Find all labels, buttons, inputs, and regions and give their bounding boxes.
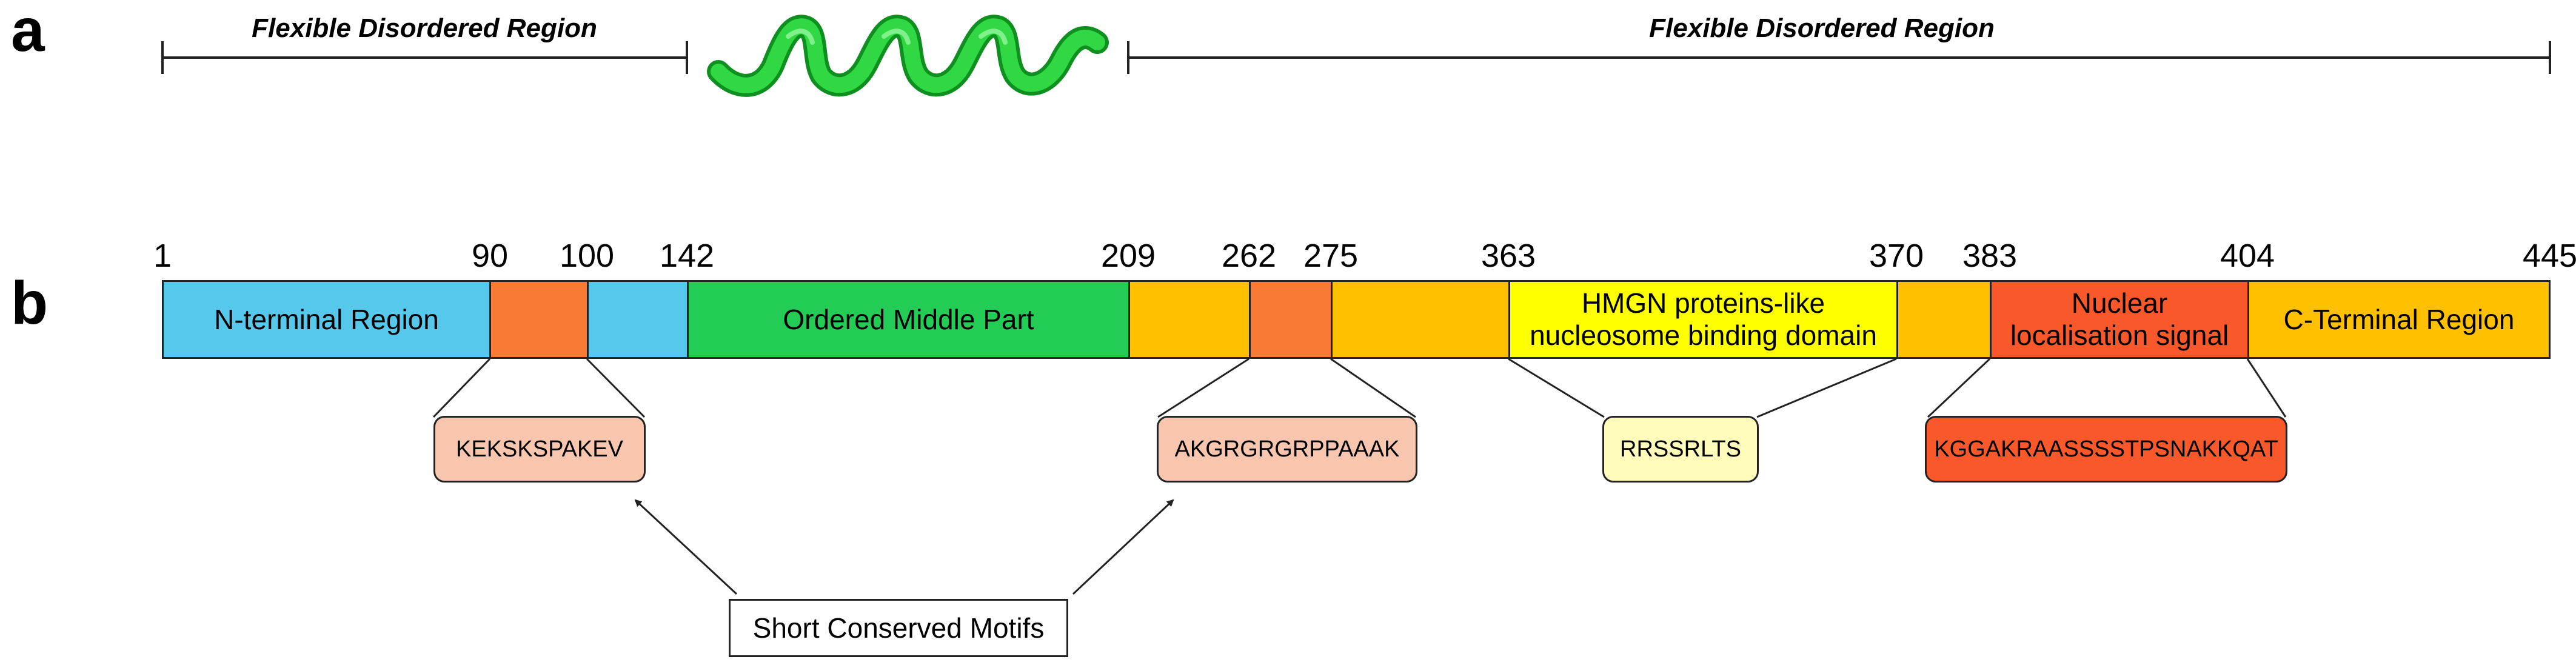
hmgn-label-line2: nucleosome binding domain bbox=[1530, 319, 1877, 351]
motif1-connector-right bbox=[586, 358, 646, 418]
motif3-connector-left bbox=[1508, 358, 1605, 418]
motif1-connector-left bbox=[432, 358, 491, 418]
position-383: 383 bbox=[1962, 238, 2018, 274]
motif4-connector-left bbox=[1927, 358, 1991, 418]
position-404: 404 bbox=[2220, 238, 2275, 274]
motif-box-3: RRSSRLTS bbox=[1602, 416, 1759, 483]
position-90: 90 bbox=[471, 238, 509, 274]
callout-arrow-left bbox=[634, 499, 738, 595]
callout-label: Short Conserved Motifs bbox=[752, 612, 1045, 644]
segment-nuclear-localisation-signal: Nuclear localisation signal bbox=[1990, 280, 2249, 359]
nls-label-line1: Nuclear bbox=[2071, 287, 2168, 319]
position-100: 100 bbox=[559, 238, 615, 274]
left-disordered-region-label: Flexible Disordered Region bbox=[252, 13, 597, 43]
position-142: 142 bbox=[659, 238, 715, 274]
segment-motif-90-100 bbox=[489, 280, 589, 359]
hmgn-label-line1: HMGN proteins-like bbox=[1581, 287, 1825, 319]
motif-2-sequence: AKGRGRGRPPAAAK bbox=[1174, 436, 1400, 462]
segment-blue-100-142 bbox=[587, 280, 689, 359]
motif2-connector-right bbox=[1330, 358, 1416, 418]
segment-motif-262-275 bbox=[1249, 280, 1333, 359]
panel-label-b: b bbox=[11, 269, 49, 337]
segment-amber-275-363 bbox=[1331, 280, 1510, 359]
right-disordered-region-label: Flexible Disordered Region bbox=[1649, 13, 1995, 43]
motif-1-sequence: KEKSKSPAKEV bbox=[456, 436, 623, 462]
nls-label-line2: localisation signal bbox=[2010, 319, 2229, 351]
motif4-connector-right bbox=[2246, 358, 2287, 418]
motif-box-1: KEKSKSPAKEV bbox=[433, 416, 646, 483]
position-275: 275 bbox=[1303, 238, 1359, 274]
panel-label-a: a bbox=[11, 0, 45, 64]
segment-amber-370-383 bbox=[1896, 280, 1992, 359]
c-terminal-label: C-Terminal Region bbox=[2283, 303, 2515, 335]
motif-4-sequence: KGGAKRAASSSSTPSNAKKQAT bbox=[1934, 436, 2278, 462]
alpha-helix-icon bbox=[707, 15, 1109, 97]
motif-3-sequence: RRSSRLTS bbox=[1620, 436, 1741, 462]
ordered-middle-label: Ordered Middle Part bbox=[783, 303, 1034, 335]
position-445: 445 bbox=[2522, 238, 2576, 274]
callout-arrow-right bbox=[1072, 499, 1174, 595]
motif3-connector-right bbox=[1756, 358, 1897, 418]
motif-box-4: KGGAKRAASSSSTPSNAKKQAT bbox=[1925, 416, 2287, 483]
segment-ordered-middle: Ordered Middle Part bbox=[687, 280, 1130, 359]
position-209: 209 bbox=[1100, 238, 1156, 274]
position-1: 1 bbox=[153, 238, 172, 274]
n-terminal-label: N-terminal Region bbox=[214, 303, 439, 335]
segment-c-terminal: C-Terminal Region bbox=[2247, 280, 2551, 359]
position-262: 262 bbox=[1221, 238, 1277, 274]
short-conserved-motifs-callout: Short Conserved Motifs bbox=[729, 599, 1068, 657]
position-370: 370 bbox=[1868, 238, 1924, 274]
motif2-connector-left bbox=[1157, 358, 1250, 418]
motif-box-2: AKGRGRGRPPAAAK bbox=[1157, 416, 1417, 483]
segment-amber-209-262 bbox=[1128, 280, 1251, 359]
position-363: 363 bbox=[1480, 238, 1536, 274]
segment-hmgn-domain: HMGN proteins-like nucleosome binding do… bbox=[1508, 280, 1898, 359]
segment-n-terminal: N-terminal Region bbox=[162, 280, 491, 359]
